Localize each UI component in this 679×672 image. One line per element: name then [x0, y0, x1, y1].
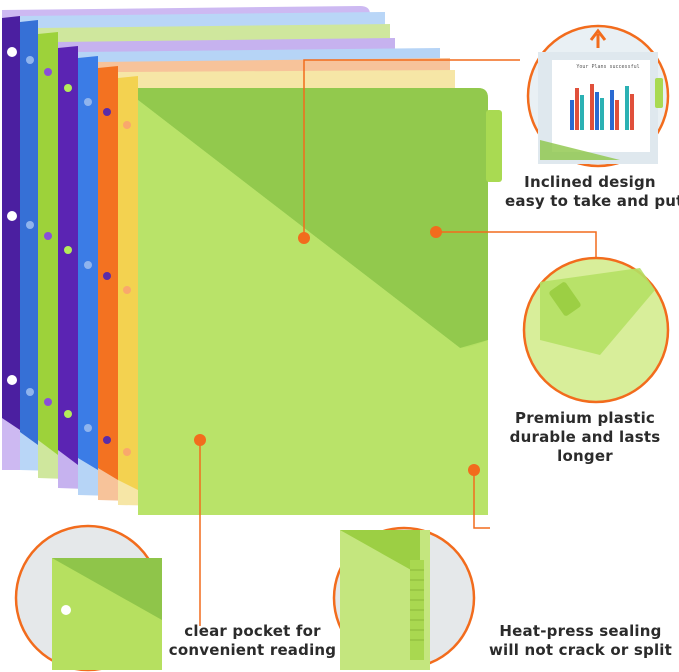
front-folder	[138, 88, 502, 515]
caption-line: easy to take and put	[505, 192, 679, 210]
caption-line: will not crack or split	[488, 641, 673, 659]
caption-line: Premium plastic	[515, 409, 655, 427]
callout-dots	[194, 226, 480, 476]
inset-bar-chart	[570, 84, 634, 130]
caption-line: clear pocket for	[184, 622, 321, 640]
arrow-up-icon	[589, 28, 607, 48]
inset-pocket	[14, 524, 162, 672]
inset-chart-title: Your Plans successful	[576, 64, 640, 70]
caption-inclined-design: Inclined design easy to take and put	[505, 173, 679, 211]
inset-heat	[332, 526, 476, 670]
caption-line: Heat-press sealing	[499, 622, 662, 640]
inset-premium	[522, 256, 670, 404]
inset-inclined	[526, 24, 670, 168]
caption-premium-plastic: Premium plastic durable and lasts longer	[500, 409, 670, 466]
inclined-pocket	[138, 88, 488, 348]
caption-line: Inclined design	[524, 173, 656, 191]
folder-tab	[486, 110, 502, 182]
caption-heat-press: Heat-press sealing will not crack or spl…	[488, 622, 673, 660]
caption-clear-pocket: clear pocket for convenient reading	[160, 622, 345, 660]
connector-lines	[199, 59, 597, 626]
caption-line: convenient reading	[168, 641, 337, 659]
caption-line: longer	[557, 447, 613, 465]
caption-line: durable and lasts	[509, 428, 661, 446]
